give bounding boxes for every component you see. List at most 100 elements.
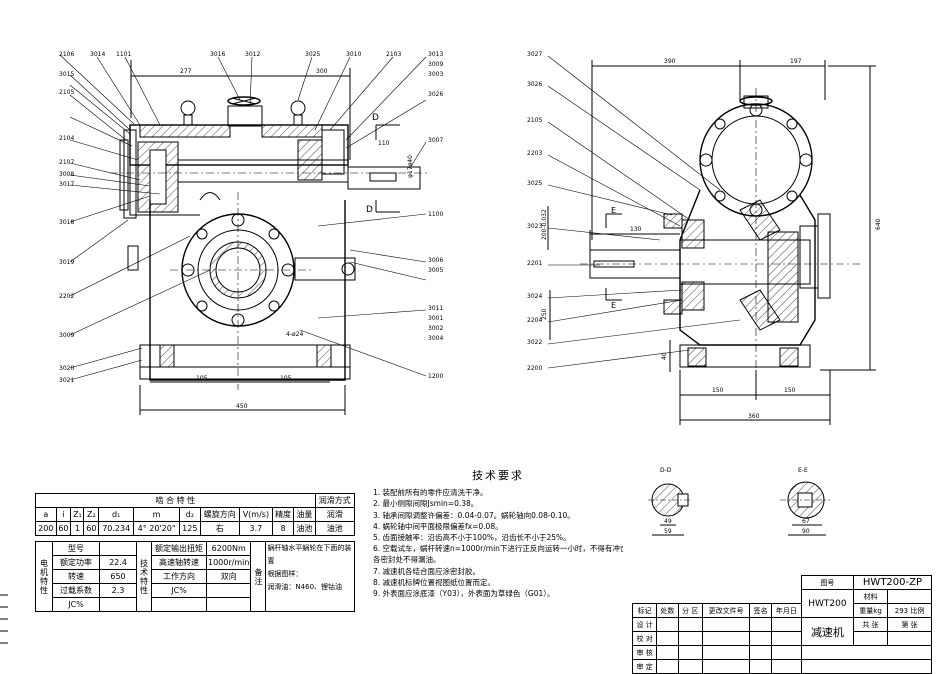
part-label: 3019 — [59, 259, 74, 266]
part-label: 3009 — [428, 61, 443, 68]
section-ee — [780, 481, 830, 536]
section-ee-label: E-E — [798, 467, 808, 474]
part-label: 3005 — [428, 267, 443, 274]
dim-label: 4-ø24 — [286, 331, 303, 338]
dim-label: 150 — [784, 387, 796, 394]
section-dd-label: D-D — [660, 467, 672, 474]
section-dd — [648, 483, 690, 536]
note-item: 2. 最小侧隙间隙Jsmin=0.38。 — [373, 499, 479, 509]
note-item: 9. 外表面应涂底漆（Y03），外表面为草绿色（G01）。 — [373, 589, 555, 599]
part-label: 2106 — [59, 51, 74, 58]
dim-label: 59 — [664, 528, 672, 535]
note-item: 8. 减速机标牌位置视图纸位置而定。 — [373, 577, 496, 587]
part-label: 3017 — [59, 181, 74, 188]
part-label: 2201 — [527, 260, 542, 267]
part-label: 3009 — [59, 332, 74, 339]
note-item: 各密封处不得漏油。 — [373, 555, 441, 565]
section-mark: E — [611, 301, 616, 310]
part-label: 3002 — [428, 325, 443, 332]
part-label: 3026 — [428, 91, 443, 98]
part-label: 1200 — [428, 373, 443, 380]
part-label: 1101 — [116, 51, 131, 58]
dim-label: 390 — [664, 58, 676, 65]
part-label: 3007 — [428, 137, 443, 144]
dim-label: 640 — [875, 218, 882, 230]
part-label: 2200 — [527, 365, 542, 372]
drawing-name: 减速机 — [800, 617, 854, 646]
part-label: 3012 — [245, 51, 260, 58]
lube-method-header: 润滑方式 — [314, 493, 356, 508]
part-label: 3026 — [527, 81, 542, 88]
section-mark: D — [366, 205, 373, 215]
part-label: 3003 — [428, 71, 443, 78]
part-label: 2107 — [59, 159, 74, 166]
part-label: 2105 — [59, 89, 74, 96]
section-mark: E — [611, 206, 616, 215]
part-label: 3023 — [527, 223, 542, 230]
part-label: 3021 — [59, 377, 74, 384]
tech-label: 技术特性 — [136, 541, 152, 612]
technical-notes: 技术要求 1. 装配前所有的零件应清洗干净。 2. 最小侧隙间隙Jsmin=0.… — [373, 470, 623, 599]
front-view — [59, 54, 430, 415]
model: HWT200 — [800, 589, 854, 618]
dim-label: 67 — [802, 518, 810, 525]
dim-label: 130 — [630, 226, 642, 233]
part-label: 2203 — [527, 150, 542, 157]
part-label: 3006 — [428, 257, 443, 264]
spec-table: 电机特性 型号 技术特性 额定输出扭矩 6200Nm 备注 蜗杆轴水平蜗轮在下面… — [35, 541, 355, 612]
dim-label: 105 — [196, 375, 208, 382]
part-label: 3020 — [59, 365, 74, 372]
dim-label: 300 — [316, 68, 328, 75]
dim-label: 197 — [790, 58, 802, 65]
part-label: 2104 — [59, 135, 74, 142]
part-label: 3011 — [428, 305, 443, 312]
note-item: 3. 轴承间隙调整许偏差：0.04-0.07。蜗轮轴向0.08-0.10。 — [373, 510, 575, 520]
part-label: 3008 — [59, 171, 74, 178]
dim-label: 40 — [661, 352, 668, 360]
note-item: 5. 齿面接触率：沿齿高不小于100%，沿齿长不小于25%。 — [373, 533, 571, 543]
part-label: 3022 — [527, 339, 542, 346]
note-item: 7. 减速机各结合面应涂密封胶。 — [373, 566, 481, 576]
part-label: 3025 — [305, 51, 320, 58]
part-label: 3025 — [527, 180, 542, 187]
part-label: 2204 — [527, 317, 542, 324]
part-label: 3013 — [428, 51, 443, 58]
mesh-table-title: 啮 合 特 性 — [35, 493, 316, 508]
dim-label: 150 — [712, 387, 724, 394]
dim-label: 277 — [180, 68, 192, 75]
section-mark: D — [372, 113, 379, 123]
side-view — [547, 55, 876, 425]
title-block: 图号 HWT200-ZP HWT200 材料 标记 处数 分 区 更改文件号 签… — [631, 575, 933, 674]
part-label: 3010 — [346, 51, 361, 58]
note-item: 4. 蜗轮轴中间平面极限偏差fx=0.08。 — [373, 521, 503, 531]
dim-label: 360 — [748, 413, 760, 420]
part-label: 3018 — [59, 219, 74, 226]
motor-label: 电机特性 — [35, 541, 53, 612]
dim-label: 110 — [378, 140, 390, 147]
part-label: 1100 — [428, 211, 443, 218]
part-label: 3016 — [210, 51, 225, 58]
part-label: 2105 — [527, 117, 542, 124]
part-label: 3004 — [428, 335, 443, 342]
dim-label: 90 — [802, 528, 810, 535]
part-label: 3024 — [527, 293, 542, 300]
dim-label: 200-0.032 — [541, 209, 548, 240]
remark-label: 备注 — [250, 541, 267, 612]
dim-label: 450 — [236, 403, 248, 410]
dim-label: 105 — [280, 375, 292, 382]
part-label: 2103 — [386, 51, 401, 58]
notes-title: 技术要求 — [472, 470, 524, 482]
drawing-number: HWT200-ZP — [852, 575, 933, 590]
mesh-table: 啮 合 特 性 润滑方式 a i Z₁ Z₂ d₁ m d₂ 螺旋方向 V(m/… — [35, 493, 356, 536]
dim-label: 49 — [664, 518, 672, 525]
note-item: 6. 空载试车，蜗杆转速n=1000r/min下进行正反向运转一小时，不得有冲击… — [373, 544, 623, 554]
dim-label: φ17ø40 — [407, 155, 414, 178]
part-label: 2202 — [59, 293, 74, 300]
part-label: 3015 — [59, 71, 74, 78]
note-item: 1. 装配前所有的零件应清洗干净。 — [373, 488, 488, 498]
part-label: 3027 — [527, 51, 542, 58]
dim-label: 250 — [541, 308, 548, 320]
part-label: 3014 — [90, 51, 105, 58]
weight-value: 293 — [894, 606, 909, 615]
